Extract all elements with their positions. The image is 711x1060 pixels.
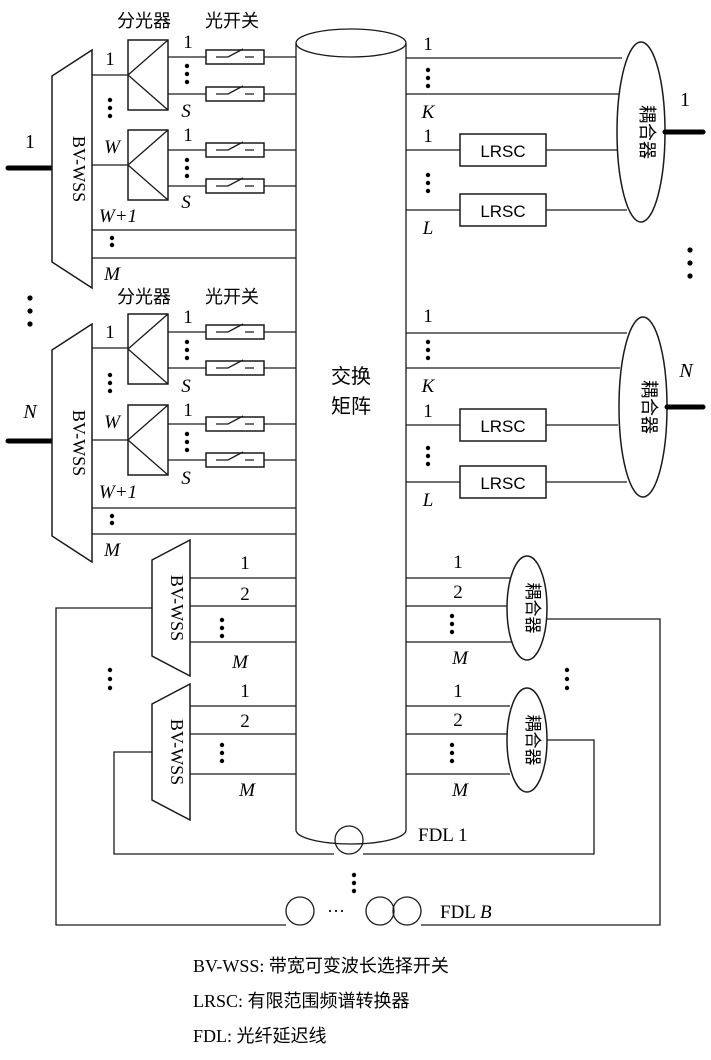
fdl-B-coil-1	[286, 897, 314, 925]
optical-switch-label-2: 光开关	[205, 287, 259, 307]
matrix-label-1: 交换	[331, 365, 371, 388]
input-group-N: N BV-WSS 分光器 光开关 1 1 S W 1 S	[8, 287, 296, 562]
optical-switch-label: 光开关	[205, 11, 259, 31]
fdl-B-coil-3	[393, 897, 421, 925]
svg-text:1: 1	[240, 553, 250, 574]
svg-text:W: W	[104, 412, 122, 433]
coupler-N-label: 耦合器	[639, 380, 659, 434]
svg-text:M: M	[231, 652, 249, 673]
splitter-1b	[128, 130, 168, 200]
coupler-fdl-B-label: 耦合器	[523, 715, 542, 766]
lrsc-3-label: LRSC	[480, 417, 525, 436]
output-label-N: N	[678, 360, 694, 382]
svg-text:M: M	[238, 780, 256, 801]
output-label-1: 1	[680, 89, 690, 111]
output-group-1: 1 K 1 LRSC L LRSC 耦合器 1	[406, 34, 703, 239]
bvwss-fdl-1-label: BV-WSS	[167, 575, 187, 641]
splitter-label-2: 分光器	[117, 287, 171, 307]
splitter-Nb	[128, 405, 168, 475]
input-label-1: 1	[25, 131, 35, 153]
fdl-B-label: FDL B	[440, 902, 492, 923]
svg-text:2: 2	[240, 584, 250, 605]
optical-switch-6	[206, 361, 264, 375]
coupler-1-label: 耦合器	[637, 105, 657, 159]
svg-text:1: 1	[423, 306, 433, 327]
optical-switch-3	[206, 143, 264, 157]
fdl-1-label: FDL 1	[418, 825, 467, 846]
input-label-N: N	[22, 401, 38, 423]
legend: BV-WSS: 带宽可变波长选择开关 LRSC: 有限范围频谱转换器 FDL: …	[193, 956, 449, 1046]
svg-text:1: 1	[423, 401, 433, 422]
svg-text:1: 1	[183, 400, 193, 421]
bvwss-fdl-B-label: BV-WSS	[167, 719, 187, 785]
svg-text:M: M	[451, 780, 469, 801]
svg-text:S: S	[181, 101, 191, 122]
lrsc-1-label: LRSC	[480, 142, 525, 161]
svg-text:W: W	[104, 137, 122, 158]
lrsc-2-label: LRSC	[480, 202, 525, 221]
splitter-1a	[128, 40, 168, 110]
optical-switch-4	[206, 179, 264, 193]
bvwss-input-1-label: BV-WSS	[69, 136, 89, 202]
svg-text:1: 1	[240, 681, 250, 702]
svg-text:1: 1	[105, 322, 115, 343]
svg-text:W+1: W+1	[99, 206, 137, 227]
optical-switch-2	[206, 87, 264, 101]
switch-matrix: 交换 矩阵	[296, 29, 406, 844]
svg-text:2: 2	[453, 710, 463, 731]
svg-text:M: M	[103, 540, 121, 561]
fdl-B-coil-2	[366, 897, 394, 925]
svg-text:W+1: W+1	[99, 482, 137, 503]
svg-text:S: S	[181, 192, 191, 213]
svg-text:1: 1	[453, 681, 463, 702]
svg-text:1: 1	[423, 126, 433, 147]
svg-text:1: 1	[183, 32, 193, 53]
svg-text:M: M	[103, 264, 121, 285]
svg-text:···: ···	[327, 901, 345, 921]
legend-line-2: LRSC: 有限范围频谱转换器	[193, 991, 410, 1011]
port-1-label: 1	[105, 49, 115, 70]
legend-line-1: BV-WSS: 带宽可变波长选择开关	[193, 956, 449, 976]
splitter-Na	[128, 314, 168, 384]
svg-text:K: K	[421, 102, 436, 123]
bvwss-input-N-label: BV-WSS	[69, 410, 89, 476]
svg-text:1: 1	[453, 552, 463, 573]
svg-text:1: 1	[423, 34, 433, 55]
svg-text:L: L	[422, 218, 434, 239]
svg-text:S: S	[181, 468, 191, 489]
input-group-1: 1 BV-WSS 分光器 光开关 1 1 S W 1 S	[8, 11, 296, 288]
coupler-fdl-1-label: 耦合器	[523, 583, 542, 634]
legend-line-3: FDL: 光纤延迟线	[193, 1026, 327, 1046]
matrix-label-2: 矩阵	[331, 395, 371, 418]
svg-text:M: M	[451, 648, 469, 669]
optical-switch-1	[206, 50, 264, 64]
output-group-N: 1 K 1 LRSC L LRSC 耦合器 N	[406, 306, 703, 511]
svg-text:K: K	[421, 376, 436, 397]
svg-text:2: 2	[240, 711, 250, 732]
svg-text:2: 2	[453, 582, 463, 603]
svg-text:1: 1	[183, 307, 193, 328]
splitter-label: 分光器	[117, 11, 171, 31]
svg-text:1: 1	[183, 125, 193, 146]
svg-text:S: S	[181, 376, 191, 397]
lrsc-4-label: LRSC	[480, 474, 525, 493]
optical-switch-5	[206, 325, 264, 339]
optical-switch-7	[206, 417, 264, 431]
svg-text:L: L	[422, 490, 434, 511]
optical-switch-8	[206, 453, 264, 467]
